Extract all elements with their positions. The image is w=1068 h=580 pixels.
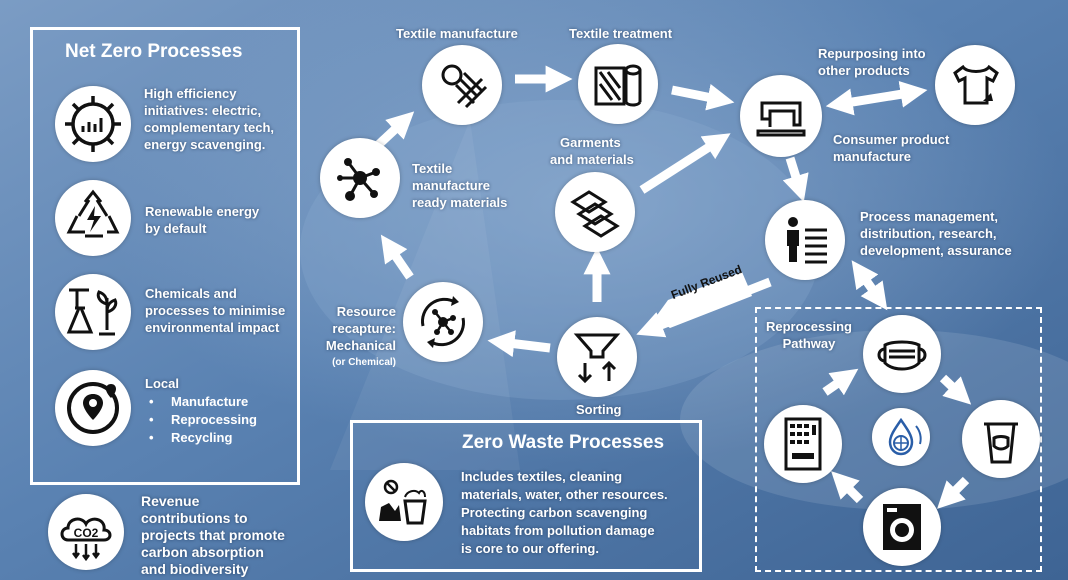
renewable-line-2: by default: [145, 221, 207, 236]
consumer-line-1: Consumer product: [833, 132, 950, 147]
arrow-reprocess-2: [939, 374, 972, 405]
mask-bin-icon: [962, 400, 1040, 478]
textile-treatment-label: Textile treatment: [569, 26, 673, 41]
face-mask-icon: [863, 315, 941, 393]
reprocessing-line-2: Pathway: [782, 336, 836, 351]
recycle-energy-icon: [55, 180, 131, 256]
repurposing-line-2: other products: [818, 63, 910, 78]
tshirt-icon: [935, 45, 1015, 125]
arrow-treatment-to-sewing: [671, 83, 735, 111]
garments-line-2: and materials: [550, 152, 634, 167]
arrow-reprocess-4: [831, 471, 864, 504]
sorting-label: Sorting: [576, 402, 622, 417]
process-line-3: development, assurance: [860, 243, 1012, 258]
sewing-machine-icon: [740, 75, 822, 157]
process-line-2: distribution, research,: [860, 226, 997, 241]
local-heading: Local: [145, 376, 179, 391]
fabric-swatches-icon: [555, 172, 635, 252]
zero-waste-title: Zero Waste Processes: [462, 432, 665, 453]
chemicals-text: Chemicals and processes to minimise envi…: [145, 285, 285, 336]
zero-waste-line-5: is core to our offering.: [461, 541, 599, 556]
consumer-line-2: manufacture: [833, 149, 912, 164]
vending-machine-icon: [764, 405, 842, 483]
chemicals-line-3: environmental impact: [145, 320, 280, 335]
ready-materials-label: Textile manufacture ready materials: [412, 160, 507, 211]
revenue-line-2: contributions to: [141, 510, 248, 526]
ready-line-3: ready materials: [412, 195, 508, 210]
co2-cloud-icon: CO2: [48, 494, 124, 570]
waste-bin-icon: [365, 463, 443, 541]
reprocessing-line-1: Reprocessing: [766, 319, 852, 334]
zero-waste-line-1: Includes textiles, cleaning: [461, 469, 623, 484]
net-zero-panel: [30, 27, 300, 485]
repurposing-line-1: Repurposing into: [818, 46, 926, 61]
efficiency-line-1: High efficiency: [144, 86, 237, 101]
zero-waste-line-3: Protecting carbon scavenging: [461, 505, 648, 520]
zero-waste-body: Includes textiles, cleaning materials, w…: [461, 468, 668, 558]
recapture-line-3: Mechanical: [325, 338, 396, 353]
garments-label: Garments and materials: [550, 134, 634, 168]
chemicals-line-1: Chemicals and: [145, 286, 237, 301]
net-zero-title: Net Zero Processes: [65, 41, 243, 62]
renewable-text: Renewable energy by default: [145, 203, 259, 237]
revenue-line-4: carbon absorption: [141, 544, 264, 560]
efficiency-text: High efficiency initiatives: electric, c…: [144, 85, 274, 153]
zero-waste-line-2: materials, water, other resources.: [461, 487, 668, 502]
reprocessing-panel: [755, 307, 1042, 572]
process-line-1: Process management,: [860, 209, 999, 224]
arrow-person-reprocessing: [851, 260, 888, 311]
ready-line-1: Textile: [412, 161, 453, 176]
ready-line-2: manufacture: [412, 178, 491, 193]
zero-waste-panel: [350, 420, 702, 572]
chemicals-line-2: processes to minimise: [145, 303, 286, 318]
recapture-line-2: recapture:: [332, 321, 396, 336]
network-molecule-icon: [320, 138, 400, 218]
co2-label: CO2: [74, 526, 99, 540]
local-item-recycling: Recycling: [149, 429, 257, 447]
recapture-line-1: Resource: [336, 304, 396, 319]
arrow-reprocess-1: [822, 368, 859, 396]
arrow-garments-to-sewing: [639, 133, 731, 194]
local-item-manufacture: Manufacture: [149, 393, 257, 411]
fabric-roll-icon: [578, 44, 658, 124]
repurposing-label: Repurposing into other products: [818, 45, 926, 79]
location-icon: [55, 370, 131, 446]
cycle-molecule-icon: [403, 282, 483, 362]
local-item-reprocessing: Reprocessing: [149, 411, 257, 429]
efficiency-line-3: complementary tech,: [144, 120, 275, 135]
local-list: Manufacture Reprocessing Recycling: [145, 393, 257, 447]
revenue-line-1: Revenue: [141, 493, 200, 509]
thread-ball-icon: [422, 45, 502, 125]
fully-reused-arrow: [655, 272, 752, 328]
arrow-sorting-to-recapture: [487, 330, 551, 358]
efficiency-line-4: energy scavenging.: [144, 137, 266, 152]
or-chemical-label: (or Chemical): [332, 357, 396, 368]
lab-plant-icon: [55, 274, 131, 350]
revenue-line-5: and biodiversity: [141, 561, 249, 577]
textile-manufacture-label: Textile manufacture: [396, 26, 518, 41]
garments-line-1: Garments: [560, 135, 621, 150]
funnel-sorting-icon: [557, 317, 637, 397]
consumer-label: Consumer product manufacture: [833, 131, 949, 165]
gear-chart-icon: [55, 86, 131, 162]
renewable-line-1: Renewable energy: [145, 204, 260, 219]
arrow-reprocess-3: [937, 476, 970, 509]
revenue-line-3: projects that promote: [141, 527, 285, 543]
reprocessing-pathway-label: Reprocessing Pathway: [766, 318, 852, 352]
arrow-sewing-repurposing: [825, 80, 928, 116]
washing-machine-icon: [863, 488, 941, 566]
process-mgmt-label: Process management, distribution, resear…: [860, 208, 1012, 259]
arrow-recapture-to-ready: [380, 234, 414, 280]
resource-recapture-label: Resource recapture: Mechanical: [320, 303, 396, 354]
revenue-text: Revenue contributions to projects that p…: [141, 493, 285, 578]
water-globe-icon: [872, 408, 930, 466]
zero-waste-line-4: habitats from pollution damage: [461, 523, 655, 538]
efficiency-line-2: initiatives: electric,: [144, 103, 262, 118]
person-document-icon: [765, 200, 845, 280]
arrow-sewing-to-person: [782, 156, 809, 203]
